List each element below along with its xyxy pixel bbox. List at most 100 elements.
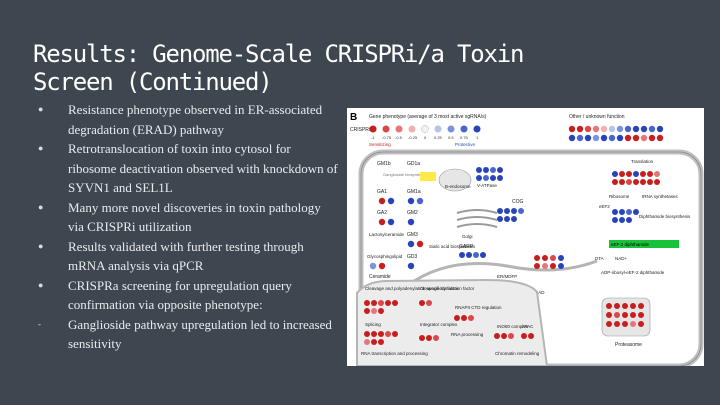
b-endosome-shape xyxy=(438,168,472,192)
label-v-atpase: V-ATPase xyxy=(477,183,497,188)
label-cog: COG xyxy=(512,199,524,205)
label-gd1a: GD1a xyxy=(407,161,420,167)
gm1a-highlight xyxy=(420,172,436,181)
scale-dot xyxy=(473,125,481,133)
legend-title: Gene phenotype (average of 3 most active… xyxy=(369,114,487,120)
bullet-marker: ● xyxy=(38,143,44,153)
label-ceramide: Ceramide xyxy=(369,274,391,280)
scale-dot xyxy=(421,125,429,133)
label-erad: ERAD xyxy=(532,290,545,295)
scale-tick: 0 xyxy=(424,135,427,140)
v-atpase-dots xyxy=(476,167,503,181)
bullet-marker: ● xyxy=(38,104,44,114)
bullet-item: - Ganglioside pathway upregulation led to… xyxy=(38,315,338,354)
label-gm1b: GM1b xyxy=(377,161,391,167)
scale-dot xyxy=(434,125,442,133)
scale-dot xyxy=(460,125,468,133)
er-membrane xyxy=(406,259,598,288)
bullet-marker: - xyxy=(38,318,41,329)
scale-dot xyxy=(395,125,403,133)
label-ribosome: Ribosome xyxy=(609,194,630,199)
cell-membrane-outline xyxy=(360,151,702,366)
label-trna-synthetases: tRNA synthetases xyxy=(642,194,679,199)
label-translation: Translation xyxy=(631,159,654,164)
bullet-marker: ● xyxy=(38,279,44,290)
label-garp: GARP xyxy=(459,244,474,250)
label-chromatin: Chromatin remodeling xyxy=(495,351,540,356)
label-gm1a: GM1a xyxy=(407,189,421,195)
bullet-item: ● Many more novel discoveries in toxin pa… xyxy=(38,198,338,237)
bullet-item: ● CRISPRa screening for upregulation quer… xyxy=(38,276,338,315)
label-adp-ribosyl: ADP-ribosyl-eEF-2 diphthamide xyxy=(601,270,665,275)
label-ga2: GA2 xyxy=(377,210,387,216)
label-ganglioside: Ganglioside biosynthesis xyxy=(383,172,427,177)
label-lactosylceramide: Lactosylceramide xyxy=(369,232,405,237)
erad-dots xyxy=(534,255,564,269)
label-ino80: INO80 complex xyxy=(497,324,529,329)
label-gd3: GD3 xyxy=(407,254,418,260)
garp-dots xyxy=(459,252,486,258)
ribosome-dots xyxy=(612,171,660,185)
label-integrator: Integrator complex xyxy=(420,322,458,327)
eef2-diphthamide-box xyxy=(609,240,679,248)
scale-tick: 0.5 xyxy=(448,135,454,140)
bullet-item: ●Retrotranslocation of toxin into cytoso… xyxy=(38,139,338,198)
label-ga1: GA1 xyxy=(377,189,387,195)
crispr-pathway-figure: B Gene phenotype (average of 3 most acti… xyxy=(347,108,704,366)
scale-tick: 0.75 xyxy=(460,135,469,140)
label-glycosphingolipid: Glycosphingolipid xyxy=(367,254,403,259)
label-diphthamide: Diphthamide biosynthesis xyxy=(639,214,691,219)
label-nad: NAD+ xyxy=(615,256,628,261)
label-eef2-diphthamide: eEF-2 diphthamide xyxy=(611,242,650,247)
bullet-item: ● Resistance phenotype observed in ER-ass… xyxy=(38,100,338,139)
nucleus-shape xyxy=(356,278,549,366)
sensitizing-label: Sensitizing xyxy=(369,142,391,147)
label-rnapii: RNAPII CTD regulation xyxy=(455,305,502,310)
scale-tick: -0.75 xyxy=(382,135,392,140)
bullet-item: ●Results validated with further testing … xyxy=(38,237,338,276)
crispri-label: CRISPRi xyxy=(350,127,370,133)
scale-ticks: -1 -0.75 -0.5 -0.25 0 0.25 0.5 0.75 1 xyxy=(371,135,479,140)
label-cleavage: Cleavage and polyadenylation specificity… xyxy=(365,286,459,291)
scale-tick: 0.25 xyxy=(434,135,443,140)
label-golgi: Golgi xyxy=(462,234,473,239)
label-splicing: Splicing xyxy=(365,322,381,327)
phenotype-scale xyxy=(369,125,481,133)
cog-dots xyxy=(497,208,524,222)
label-ermdfp: ER/MDFP xyxy=(497,274,517,279)
other-function-label: Other / unknown function xyxy=(569,114,625,120)
scale-dot xyxy=(408,125,416,133)
label-transcription: RNA transcription and processing xyxy=(361,351,428,356)
scale-tick: 1 xyxy=(476,135,479,140)
bullet-text: Many more novel discoveries in toxin pat… xyxy=(68,199,321,235)
bullet-text: Resistance phenotype observed in ER-asso… xyxy=(68,102,323,137)
label-cleavage-stim: Cleavage stimulation factor xyxy=(420,286,475,291)
label-ataq: ATAC xyxy=(522,324,534,329)
scale-tick: -0.25 xyxy=(408,135,418,140)
bullet-list: ● Resistance phenotype observed in ER-ass… xyxy=(38,100,338,354)
protective-label: Protective xyxy=(455,142,476,147)
bullet-marker: ● xyxy=(38,240,44,251)
slide-title: Results: Genome-Scale CRISPRi/a Toxin Sc… xyxy=(33,40,524,96)
proteasome-shape xyxy=(601,297,651,337)
bullet-marker: ● xyxy=(38,201,44,212)
label-gm2: GM2 xyxy=(407,210,418,216)
scale-tick: -0.5 xyxy=(395,135,403,140)
label-b-endosome: B-endosome xyxy=(445,184,471,189)
label-gm3: GM3 xyxy=(407,232,418,238)
bullet-text: CRISPRa screening for upregulation query… xyxy=(68,277,292,313)
scale-dot xyxy=(447,125,455,133)
label-sialic-acid: Sialic acid biosynthesis xyxy=(429,244,476,249)
panel-letter: B xyxy=(350,112,357,123)
bullet-text: Ganglioside pathway upregulation led to … xyxy=(68,316,332,352)
label-dta: DTA xyxy=(595,256,604,261)
ganglioside-dots xyxy=(369,197,424,270)
nucleus-labels: Cleavage and polyadenylation specificity… xyxy=(361,286,540,356)
diphthamide-dots xyxy=(612,209,639,223)
other-function-dots xyxy=(568,125,664,142)
label-proteasome: Proteasome xyxy=(615,342,642,348)
scale-dot xyxy=(369,125,377,133)
label-eef2: eEF2 xyxy=(599,204,610,209)
golgi-shape xyxy=(456,209,498,228)
label-rna-processing: RNA processing xyxy=(451,332,484,337)
